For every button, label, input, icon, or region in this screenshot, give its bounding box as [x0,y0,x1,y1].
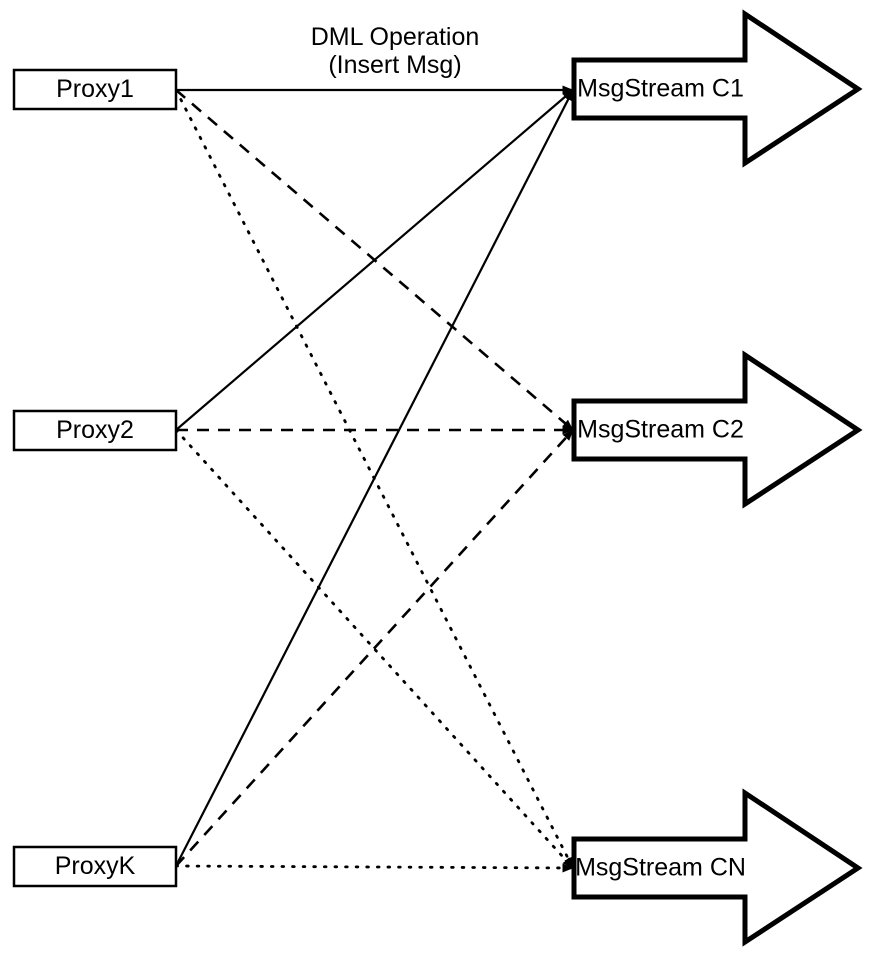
proxy-node-proxyk[interactable]: ProxyK [12,845,178,888]
connections-layer [174,85,575,873]
stream-node-c1[interactable]: MsgStream C1 [571,9,863,168]
stream-node-c2[interactable]: MsgStream C2 [571,350,863,509]
dml-operation-annotation-line2: (Insert Msg) [328,51,461,79]
proxy-box[interactable] [12,409,178,452]
block-arrow-right-icon[interactable] [571,350,863,509]
proxies-layer: Proxy1 Proxy2 ProxyK [12,68,178,888]
streams-layer: MsgStream C1 MsgStream C2 MsgStream CN [571,9,863,947]
annotations-layer: DML Operation (Insert Msg) [311,23,480,79]
proxy-node-proxy2[interactable]: Proxy2 [12,409,178,452]
proxy-label: Proxy1 [56,75,134,103]
proxy-label: ProxyK [55,852,136,880]
connection-proxyk-to-stream-c1[interactable] [175,89,574,867]
block-arrow-right-icon[interactable] [571,788,863,947]
proxy-box[interactable] [12,68,178,111]
block-arrow-right-icon[interactable] [571,9,863,168]
proxy-node-proxy1[interactable]: Proxy1 [12,68,178,111]
stream-label: MsgStream C1 [577,75,744,103]
proxy-label: Proxy2 [56,416,134,444]
connection-proxyk-to-stream-c2[interactable] [175,429,574,867]
connection-proxy2-to-stream-c1[interactable] [175,89,574,431]
dml-operation-annotation-line1: DML Operation [311,23,480,51]
proxy-box[interactable] [12,845,178,888]
stream-label: MsgStream CN [575,854,746,882]
stream-node-cn[interactable]: MsgStream CN [571,788,863,947]
stream-label: MsgStream C2 [577,416,744,444]
connection-proxyk-to-stream-cn[interactable] [174,863,575,873]
